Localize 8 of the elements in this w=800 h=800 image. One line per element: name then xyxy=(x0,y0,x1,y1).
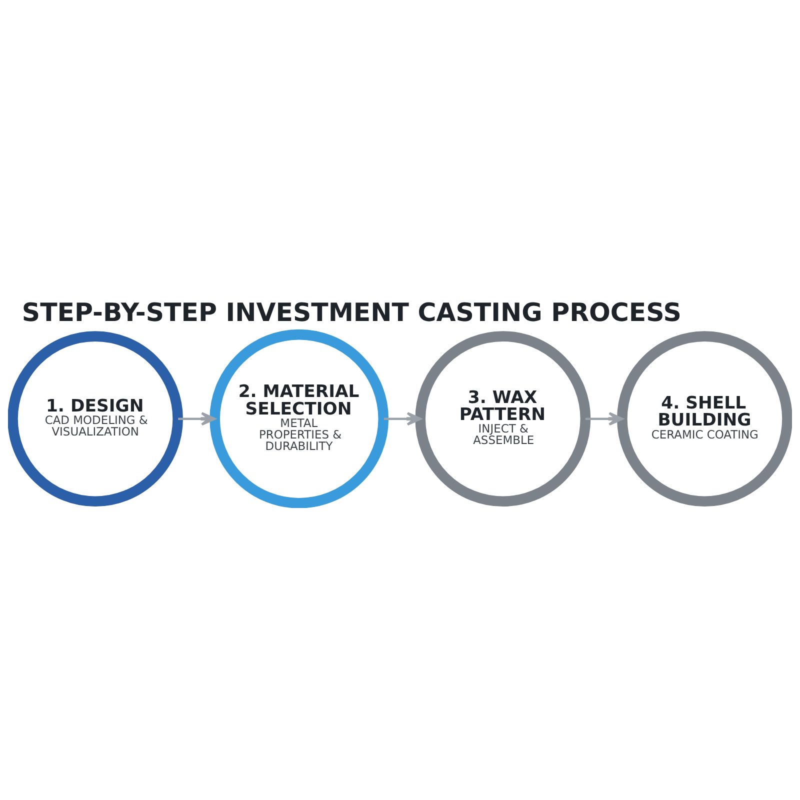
node-circle: 1. DESIGN CAD MODELING & VISUALIZATION xyxy=(8,330,183,506)
node-circle: 3. WAX PATTERN INJECT & ASSEMBLE xyxy=(415,330,591,506)
diagram-title: STEP-BY-STEP INVESTMENT CASTING PROCESS xyxy=(22,298,682,327)
arrow xyxy=(586,412,624,426)
arrow xyxy=(384,412,422,426)
arrow xyxy=(178,412,216,426)
node-circle: 4. SHELL BUILDING CERAMIC COATING xyxy=(617,330,792,506)
node-circle: 2. MATERIAL SELECTION METAL PROPERTIES & DURABILITY xyxy=(210,328,389,508)
